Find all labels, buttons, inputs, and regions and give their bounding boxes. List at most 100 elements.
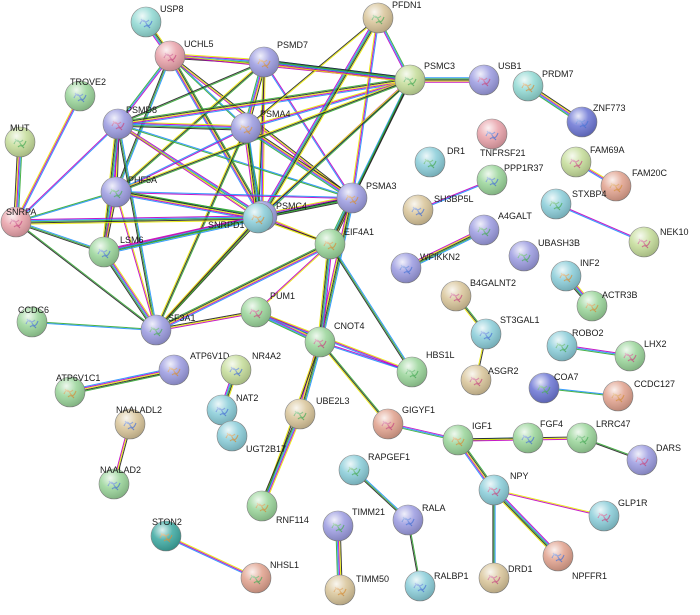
edge-line (70, 371, 175, 395)
edge-line (70, 370, 175, 394)
node-lhx2[interactable]: LHX2 (614, 339, 667, 372)
node-naalad2[interactable]: NAALAD2 (98, 465, 141, 500)
node-nat2[interactable]: NAT2 (206, 393, 258, 426)
edge-line (262, 414, 302, 507)
node-nr4a2[interactable]: NR4A2 (220, 351, 281, 386)
node-prdm7[interactable]: PRDM7 (512, 69, 574, 102)
node-igf1[interactable]: IGF1 (442, 421, 492, 456)
node-uchl5[interactable]: UCHL5 (154, 39, 214, 72)
node-pum1[interactable]: PUM1 (240, 291, 295, 328)
edge-line (104, 219, 259, 255)
node-ccdc127[interactable]: CCDC127 (602, 379, 675, 412)
node-psmc3[interactable]: PSMC3 (394, 61, 455, 96)
node-npffr1[interactable]: NPFFR1 (542, 540, 607, 581)
node-atp6v1d[interactable]: ATP6V1D (158, 351, 230, 386)
node-usb1[interactable]: USB1 (468, 61, 522, 96)
node-drd1[interactable]: DRD1 (478, 562, 533, 594)
node-fam69a[interactable]: FAM69A (560, 145, 625, 178)
node-ugt2b17[interactable]: UGT2B17 (216, 420, 286, 454)
edge-psmc4-pfdn1 (259, 16, 381, 218)
node-nek10[interactable]: NEK10 (628, 226, 689, 258)
node-psmd8[interactable]: PSMD8 (102, 105, 157, 140)
node-asgr2[interactable]: ASGR2 (460, 364, 519, 396)
node-timm50[interactable]: TIMM50 (324, 574, 389, 606)
node-actr3b[interactable]: ACTR3B (576, 290, 638, 322)
node-psmd7[interactable]: PSMD7 (248, 40, 308, 78)
node-atp6v1c1[interactable]: ATP6V1C1 (54, 373, 100, 408)
edge-line (117, 124, 246, 130)
node-pfdn1[interactable]: PFDN1 (362, 0, 422, 34)
node-dr1[interactable]: DR1 (414, 146, 465, 178)
edge-psmd8-snrpd1 (117, 123, 259, 219)
edge-line (156, 244, 331, 332)
node-mut[interactable]: MUT (4, 123, 36, 158)
node-stxbp4[interactable]: STXBP4 (540, 188, 607, 220)
node-psma4[interactable]: PSMA4 (230, 109, 291, 144)
node-trove2[interactable]: TROVE2 (64, 77, 106, 112)
edge-line (103, 214, 262, 252)
edge-psmd7-psmd8 (117, 61, 265, 125)
node-label: FGF4 (540, 419, 563, 429)
node-lsm6[interactable]: LSM6 (88, 235, 144, 268)
node-gloss (547, 331, 577, 361)
edge-eif4a1-pum1 (255, 243, 331, 313)
node-ccdc6[interactable]: CCDC6 (16, 305, 49, 338)
node-npy[interactable]: NPY (478, 471, 529, 506)
node-coa7[interactable]: COA7 (528, 372, 579, 404)
node-rapgef1[interactable]: RAPGEF1 (338, 452, 410, 486)
node-rala[interactable]: RALA (392, 503, 446, 536)
node-st3gal1[interactable]: ST3GAL1 (470, 315, 540, 350)
node-gloss (551, 261, 581, 291)
node-ralbp1[interactable]: RALBP1 (404, 570, 469, 602)
node-rnf114[interactable]: RNF114 (246, 490, 309, 525)
node-snrpd1[interactable]: SNRPD1 (208, 202, 274, 234)
node-psma3[interactable]: PSMA3 (336, 181, 397, 214)
edge-line (493, 490, 604, 518)
node-wfikkn2[interactable]: WFIKKN2 (390, 252, 460, 284)
node-fgf4[interactable]: FGF4 (512, 419, 563, 454)
node-snrpa[interactable]: SNRPA (0, 206, 36, 238)
node-label: UGT2B17 (246, 444, 286, 454)
node-b4galnt2[interactable]: B4GALNT2 (440, 278, 516, 312)
edge-line (155, 310, 256, 330)
node-gigyf1[interactable]: GIGYF1 (372, 405, 435, 440)
node-sh3bp5l[interactable]: SH3BP5L (402, 194, 474, 226)
node-phf5a[interactable]: PHF5A (100, 175, 157, 208)
edge-line (69, 369, 175, 393)
node-nhsl1[interactable]: NHSL1 (240, 560, 299, 594)
node-inf2[interactable]: INF2 (550, 258, 600, 292)
node-gloss (17, 307, 47, 337)
node-cnot4[interactable]: CNOT4 (304, 321, 365, 358)
node-timm21[interactable]: TIMM21 (322, 507, 385, 542)
node-hbs1l[interactable]: HBS1L (396, 350, 455, 388)
node-robo2[interactable]: ROBO2 (546, 328, 604, 362)
node-dars[interactable]: DARS (626, 443, 681, 476)
node-label: STXBP4 (572, 189, 607, 199)
edge-line (117, 78, 410, 124)
node-ubash3b[interactable]: UBASH3B (508, 238, 580, 272)
edge-line (32, 320, 157, 330)
edge-eif4a1-cnot4 (317, 243, 333, 343)
node-gloss (241, 297, 271, 327)
node-glp1r[interactable]: GLP1R (588, 498, 648, 532)
edge-phf5a-sf3a1 (114, 191, 158, 331)
node-tnfrsf21[interactable]: TNFRSF21 (476, 118, 526, 158)
node-usp8[interactable]: USP8 (130, 4, 184, 38)
edge-line (494, 488, 605, 516)
node-ppp1r37[interactable]: PPP1R37 (476, 163, 544, 196)
edge-line (329, 79, 410, 244)
edge-line (156, 245, 332, 333)
node-lrrc47[interactable]: LRRC47 (566, 419, 631, 454)
edge-psmd8-psmc3 (117, 77, 411, 127)
node-label: NR4A2 (252, 351, 281, 361)
node-gloss (469, 215, 499, 245)
node-ube2l3[interactable]: UBE2L3 (284, 396, 350, 430)
node-ston2[interactable]: STON2 (150, 517, 182, 552)
node-znf773[interactable]: ZNF773 (566, 103, 626, 138)
node-fam20c[interactable]: FAM20C (600, 168, 668, 202)
node-a4galt[interactable]: A4GALT (468, 211, 532, 246)
node-eif4a1[interactable]: EIF4A1 (314, 227, 374, 260)
node-naaladl2[interactable]: NAALADL2 (114, 405, 162, 440)
node-label: HBS1L (426, 350, 455, 360)
node-sf3a1[interactable]: SF3A1 (140, 313, 196, 346)
